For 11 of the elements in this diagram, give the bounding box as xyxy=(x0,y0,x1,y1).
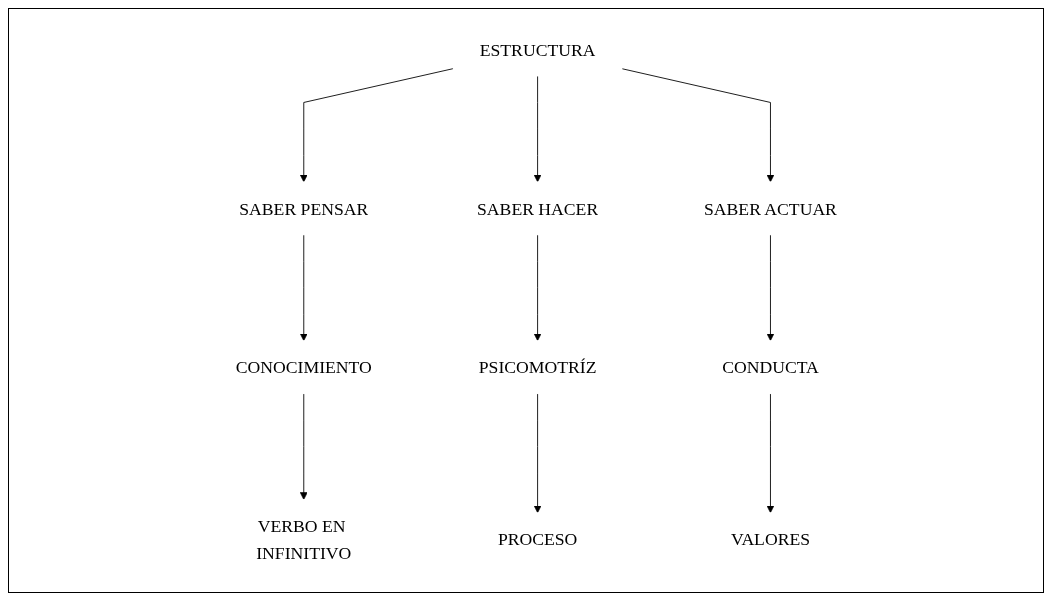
node-text: PROCESO xyxy=(497,529,578,549)
node-text: SABER PENSAR xyxy=(239,198,369,218)
node-text: ESTRUCTURA xyxy=(479,39,596,59)
node-text: SABER HACER xyxy=(476,198,598,218)
diagram-frame: ESTRUCTURA SABER PENSAR SABER HACER SABER ACTUAR CONOCIMIENTO PSICOMOTRÍZ CONDUCTA VERBO EN INFINITIVO PROCESO VALORES xyxy=(8,8,1044,593)
node-text: CONOCIMIENTO xyxy=(235,356,372,377)
node-text: SABER ACTUAR xyxy=(703,198,837,218)
node-text: VERBO EN INFINITIVO xyxy=(256,515,352,562)
node-text: CONDUCTA xyxy=(721,356,819,377)
node-text: VALORES xyxy=(730,529,810,549)
node-text: PSICOMOTRÍZ xyxy=(478,356,597,377)
